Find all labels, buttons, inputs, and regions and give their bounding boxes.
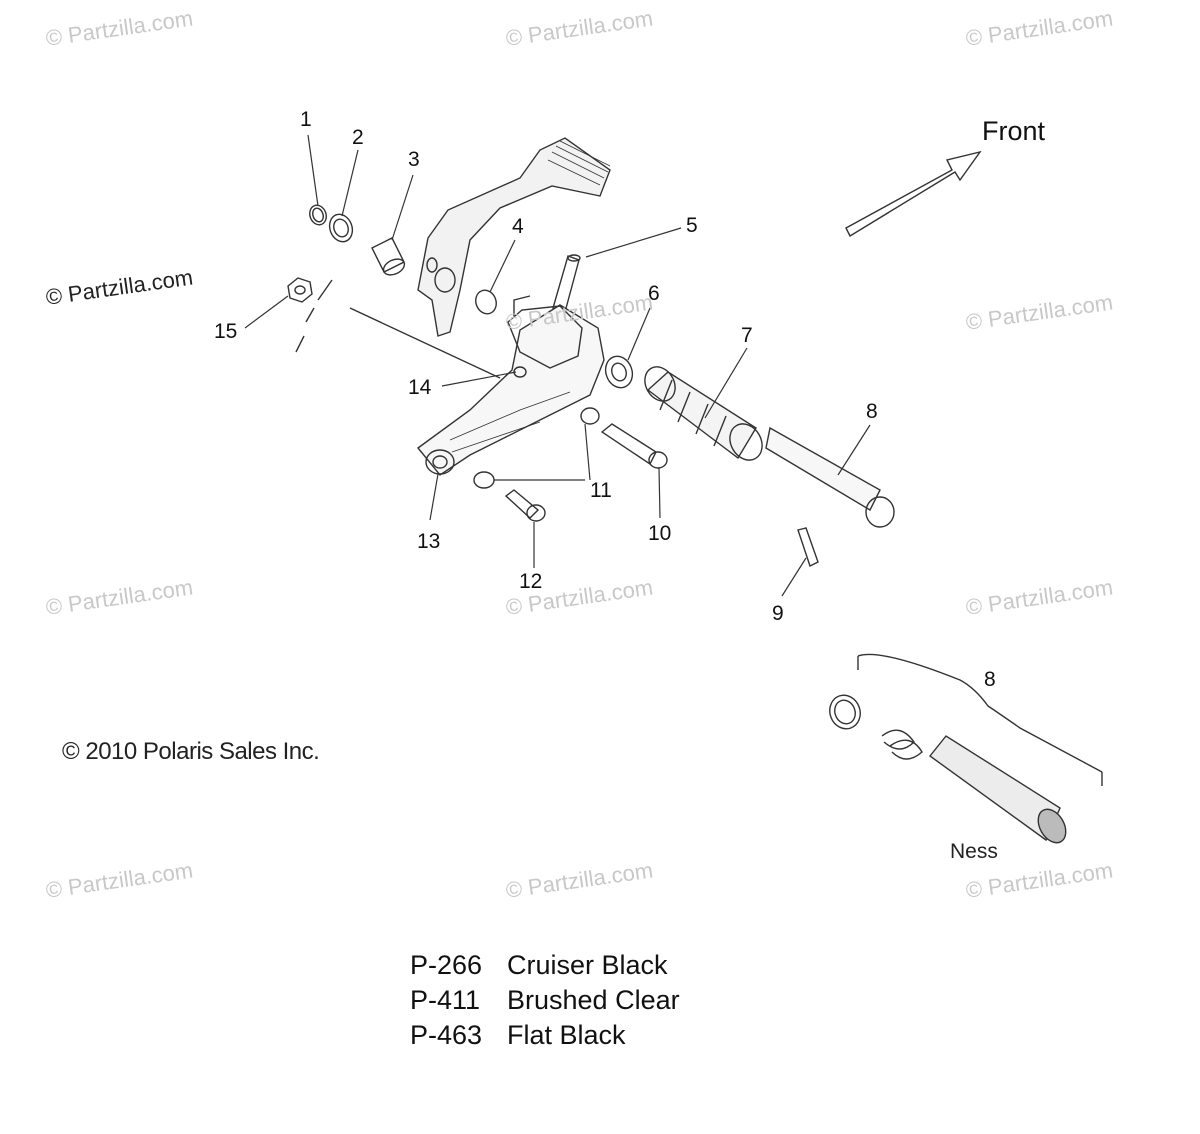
callout-3: 3 (408, 148, 420, 171)
part-4-o-ring (475, 289, 497, 315)
callout-1: 1 (300, 108, 312, 131)
front-direction-label: Front (982, 116, 1046, 146)
part-11-washer-lower (473, 471, 495, 489)
callout-2: 2 (352, 126, 364, 149)
callout-12: 12 (519, 570, 543, 593)
callout-10: 10 (648, 522, 672, 545)
callout-8-ness: 8 (984, 668, 996, 691)
legend-code: P-463 (410, 1020, 483, 1050)
part-11-washer (580, 407, 600, 425)
part-3-bushing (371, 237, 405, 273)
legend-row: P-463 Flat Black (410, 1020, 680, 1055)
callout-13: 13 (417, 530, 441, 553)
part-8-peg-pin (765, 426, 881, 511)
legend-name: Brushed Clear (507, 985, 680, 1015)
callout-8: 8 (866, 400, 878, 423)
part-10-bolt (600, 423, 657, 466)
ness-ring (829, 694, 861, 730)
part-12-bolt (504, 489, 540, 519)
callout-15: 15 (214, 320, 238, 343)
ness-spring (881, 729, 923, 760)
finish-legend: P-266 Cruiser Black P-411 Brushed Clear P-… (410, 950, 680, 1055)
part-14-footpeg-bracket (416, 304, 605, 476)
assembly-axis-line (295, 279, 333, 353)
ness-footpeg (928, 735, 1061, 842)
ness-variant-label: Ness (950, 840, 998, 863)
ness-bracket (857, 653, 1103, 773)
part-6-washer (604, 355, 634, 389)
legend-row: P-411 Brushed Clear (410, 985, 680, 1020)
callout-7: 7 (741, 324, 753, 347)
part-7-footpeg-rubber (646, 371, 757, 460)
callout-6: 6 (648, 282, 660, 305)
part-9-cotter (797, 527, 819, 567)
callout-14: 14 (408, 376, 432, 399)
legend-code: P-411 (410, 985, 481, 1015)
callout-5: 5 (686, 214, 698, 237)
part-1-snap-ring (309, 204, 327, 226)
shift-pedal (417, 137, 611, 337)
copyright-notice: © 2010 Polaris Sales Inc. (62, 738, 320, 765)
part-15-nut (287, 277, 313, 303)
front-arrow (845, 150, 982, 237)
callout-9: 9 (772, 602, 784, 625)
part-13-pivot (425, 449, 455, 475)
legend-row: P-266 Cruiser Black (410, 950, 680, 985)
legend-name: Cruiser Black (507, 950, 668, 980)
callout-4: 4 (512, 215, 524, 238)
legend-name: Flat Black (507, 1020, 626, 1050)
callout-11: 11 (590, 479, 612, 502)
legend-code: P-266 (410, 950, 483, 980)
part-2-washer (328, 213, 354, 243)
